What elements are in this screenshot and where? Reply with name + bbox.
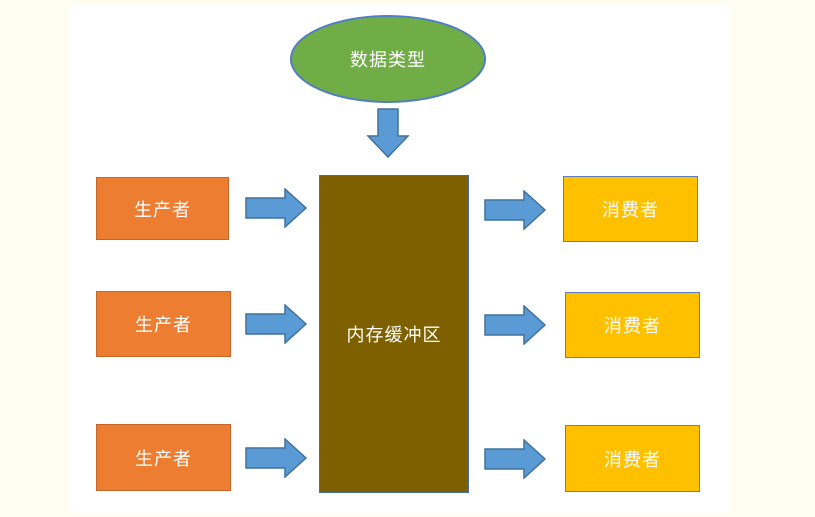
producer-box: 生产者 <box>96 291 231 357</box>
data-type-label: 数据类型 <box>350 50 426 71</box>
consumer-label: 消费者 <box>604 449 661 471</box>
data-type-ellipse: 数据类型 <box>290 15 486 103</box>
producer-box: 生产者 <box>96 177 229 240</box>
consumer-box: 消费者 <box>563 176 698 242</box>
consumer-label: 消费者 <box>604 316 661 337</box>
arrow-right-icon <box>484 190 546 230</box>
arrow-down-icon <box>366 108 410 158</box>
arrow-right-icon <box>484 439 546 479</box>
producer-label: 生产者 <box>135 315 192 336</box>
arrow-right-icon <box>245 438 307 478</box>
arrow-right-icon <box>484 305 546 345</box>
memory-buffer-box: 内存缓冲区 <box>319 175 469 493</box>
consumer-label: 消费者 <box>602 200 659 221</box>
producer-label: 生产者 <box>135 448 192 470</box>
consumer-box: 消费者 <box>565 292 700 358</box>
producer-box: 生产者 <box>96 424 231 491</box>
memory-buffer-label: 内存缓冲区 <box>346 325 442 346</box>
consumer-box: 消费者 <box>565 425 700 492</box>
arrow-right-icon <box>245 188 307 228</box>
producer-label: 生产者 <box>134 199 191 221</box>
arrow-right-icon <box>245 304 307 344</box>
